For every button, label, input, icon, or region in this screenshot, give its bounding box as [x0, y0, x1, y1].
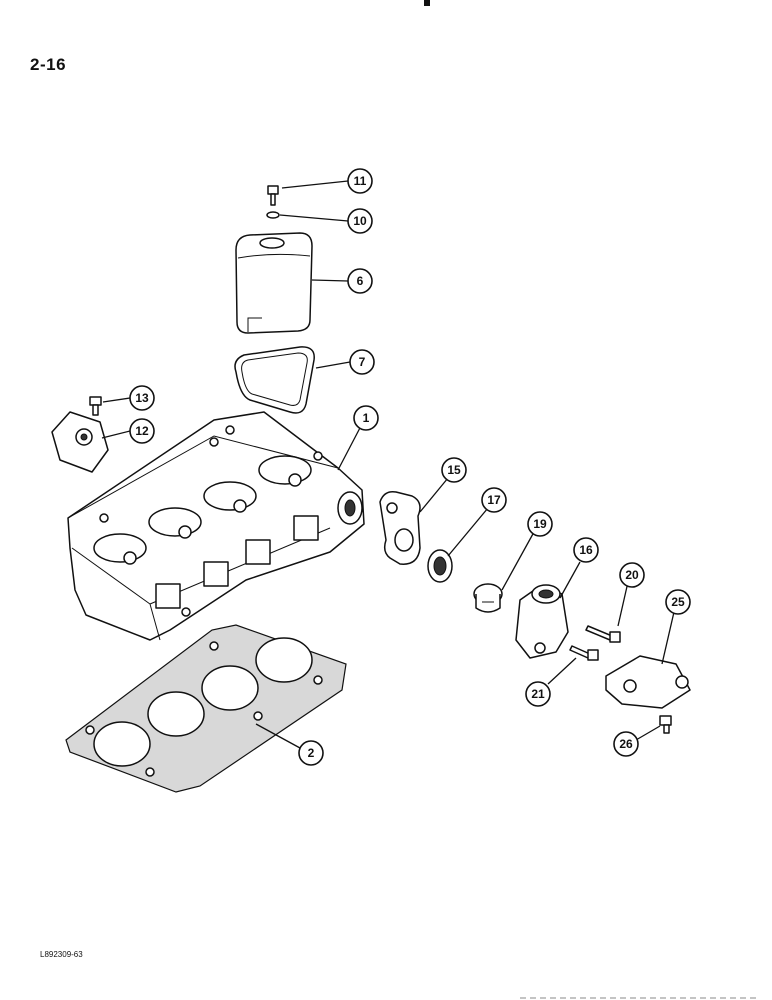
bracket-part-25 [605, 655, 691, 709]
callout-15: 15 [441, 457, 467, 483]
lifting-bracket-part-12 [51, 411, 109, 473]
leader-13 [102, 397, 131, 403]
page-number: 2-16 [30, 55, 67, 74]
leader-16 [559, 561, 581, 599]
gasket-part-7 [234, 346, 315, 414]
callout-26-label: 26 [619, 737, 633, 751]
callout-13-label: 13 [135, 391, 149, 405]
callout-21-label: 21 [531, 687, 545, 701]
thermostat-part-19 [473, 583, 503, 613]
callout-12: 12 [129, 418, 155, 444]
leader-17 [447, 507, 489, 557]
callout-19-label: 19 [533, 517, 547, 531]
callout-10: 10 [347, 208, 373, 234]
callout-25-label: 25 [671, 595, 685, 609]
leader-2 [255, 723, 301, 749]
bolt-part-21 [569, 645, 599, 661]
callout-10-label: 10 [353, 214, 367, 228]
rocker-cover-part-6 [235, 232, 313, 334]
leader-12 [101, 430, 131, 439]
callout-12-label: 12 [135, 424, 149, 438]
bolt-part-26 [659, 715, 672, 734]
callout-16: 16 [573, 537, 599, 563]
callout-1-label: 1 [363, 411, 370, 425]
leader-25 [661, 611, 675, 665]
bolt-part-11 [267, 185, 279, 206]
figure-code: L892309-63 [40, 950, 83, 959]
callout-13: 13 [129, 385, 155, 411]
leader-21 [547, 657, 577, 685]
washer-part-10 [266, 211, 280, 219]
thermostat-housing-part-16 [515, 584, 569, 659]
callout-7: 7 [349, 349, 375, 375]
callout-2: 2 [298, 740, 324, 766]
bolt-part-20 [585, 625, 621, 643]
callout-2-label: 2 [308, 746, 315, 760]
callout-16-label: 16 [579, 543, 593, 557]
callout-15-label: 15 [447, 463, 461, 477]
callout-26: 26 [613, 731, 639, 757]
callout-19: 19 [527, 511, 553, 537]
callout-6: 6 [347, 268, 373, 294]
callout-1: 1 [353, 405, 379, 431]
leader-10 [279, 214, 349, 222]
seal-ring-part-17 [427, 549, 453, 583]
callout-20-label: 20 [625, 568, 639, 582]
head-gasket-part-2 [65, 624, 347, 793]
callout-6-label: 6 [357, 274, 364, 288]
leader-7 [315, 361, 351, 369]
cylinder-head-part-1 [67, 411, 365, 641]
callout-7-label: 7 [359, 355, 366, 369]
callout-21: 21 [525, 681, 551, 707]
callout-20: 20 [619, 562, 645, 588]
callout-25: 25 [665, 589, 691, 615]
leader-26 [635, 725, 661, 741]
leader-lines [101, 180, 675, 749]
leader-20 [617, 581, 629, 627]
leader-1 [337, 423, 363, 471]
leader-6 [311, 279, 349, 282]
leader-19 [501, 531, 535, 591]
leader-11 [281, 180, 349, 189]
thermostat-gasket-part-15 [379, 490, 421, 565]
scan-mark-top [424, 0, 430, 6]
bolt-part-13 [89, 396, 102, 416]
callout-17-label: 17 [487, 493, 501, 507]
callout-17: 17 [481, 487, 507, 513]
leader-15 [419, 477, 449, 513]
callout-11-label: 11 [354, 174, 367, 188]
callout-11: 11 [347, 168, 373, 194]
